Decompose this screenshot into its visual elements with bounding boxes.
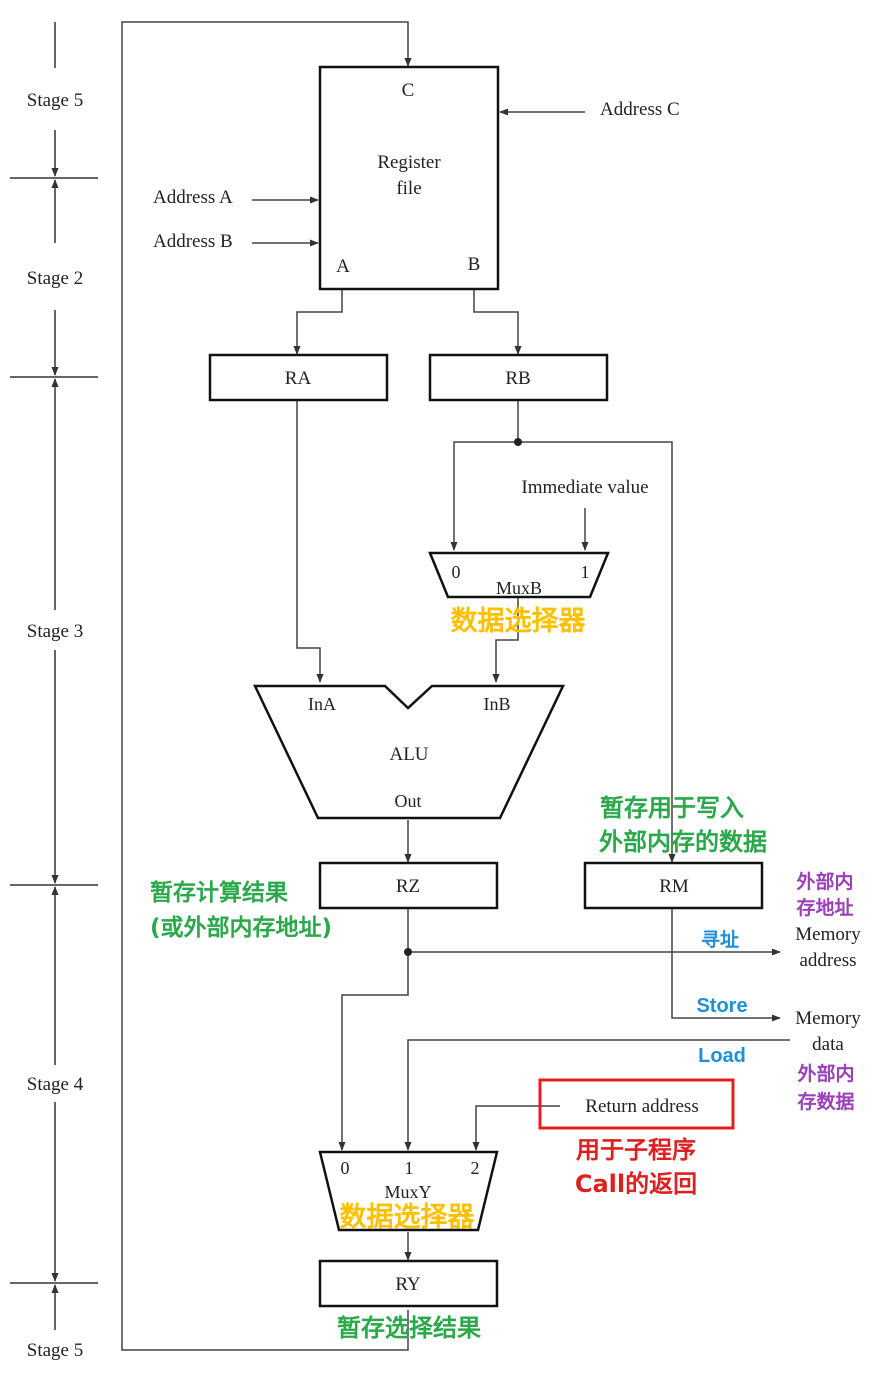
rb-to-muxb-wire [450,441,518,551]
port-c-label: C [402,80,415,101]
rz-note-2: (或外部内存地址) [150,914,332,941]
ra-to-alu-wire [296,401,324,683]
muxy-label: MuxY [384,1182,431,1202]
address-b-label: Address B [153,231,233,252]
muxb-input-0: 0 [452,562,461,582]
rz-note-1: 暂存计算结果 [150,879,288,906]
memory-data-note-2: 存数据 [797,1090,854,1113]
stage-label-4: Stage 4 [27,1074,84,1095]
memory-address-note-2: 存地址 [796,896,853,919]
alu-shape [253,684,565,820]
pipeline-registers: RA RB RZ RM RY [208,353,764,1308]
register-file-title-1: Register [377,152,441,173]
address-a-label: Address A [153,187,233,208]
muxy-selector-note: 数据选择器 [340,1202,476,1233]
rb-junction-dot [514,438,522,446]
memory-data-label-2: data [812,1034,844,1055]
return-address-highlight [538,1078,735,1130]
alu-inb-label: InB [484,694,511,714]
load-note: Load [698,1045,746,1067]
ra-label: RA [285,368,312,389]
address-c-label: Address C [600,99,680,120]
rz-box [318,861,499,910]
muxy-input-0: 0 [341,1158,350,1178]
memory-labels: Memory address Memory data [795,924,861,1055]
rm-note-1: 暂存用于写入 [600,794,744,822]
memory-to-muxy-wire [404,1039,790,1151]
stage-dividers: Stage 5 Stage 2 Stage 3 Stage 4 Stage 5 [10,22,98,1361]
call-note-2: Call的返回 [575,1170,697,1198]
writeback-wire [121,21,412,1351]
muxy-shape [318,1150,499,1232]
rz-label: RZ [396,876,420,897]
rm-to-memory-wire [671,909,781,1022]
rz-junction-dot [404,948,412,956]
memory-address-note-1: 外部内 [796,870,853,893]
register-file-box [318,65,500,291]
stage-label-5-top: Stage 5 [27,90,83,111]
port-b-label: B [468,254,481,275]
return-address-label: Return address [585,1096,698,1117]
rb-label: RB [505,368,530,389]
stage-label-3: Stage 3 [27,621,83,642]
addressing-note: 寻址 [701,929,739,951]
muxb-label: MuxB [496,578,542,598]
muxy: 0 1 2 MuxY Return address [318,1078,735,1232]
muxb-selector-note: 数据选择器 [451,606,587,637]
stage-label-2: Stage 2 [27,268,83,289]
call-note-1: 用于子程序 [576,1136,696,1164]
muxb-to-alu-wire [492,598,519,683]
stage-label-5-bottom: Stage 5 [27,1340,83,1361]
muxy-input-2: 2 [471,1158,480,1178]
muxb-input-1: 1 [581,562,590,582]
memory-data-label-1: Memory [795,1008,861,1029]
rb-to-rm-wire [518,441,676,863]
alu: InA InB ALU Out [253,684,565,820]
ra-box [208,353,389,402]
muxb-shape [428,551,610,599]
immediate-value-label: Immediate value [521,477,648,498]
ry-box [318,1259,499,1308]
alu-label: ALU [389,744,428,765]
rb-box [428,353,609,402]
register-file-title-2: file [396,178,421,199]
port-a-to-ra-wire [293,290,343,355]
muxy-input-1: 1 [405,1158,414,1178]
rm-box [583,861,764,910]
rz-to-muxy-wire [338,952,409,1151]
register-file: C Register file A B Address A Address B … [153,65,680,291]
ry-label: RY [395,1274,421,1295]
memory-address-label-2: address [800,950,857,971]
ry-note: 暂存选择结果 [337,1314,481,1342]
alu-out-label: Out [395,791,422,811]
annotations: 数据选择器 暂存用于写入 外部内存的数据 暂存计算结果 (或外部内存地址) 外部… [150,606,855,1342]
return-address-wire [472,1105,560,1151]
muxb: 0 1 MuxB Immediate value [428,477,649,599]
rm-note-2: 外部内存的数据 [599,828,767,856]
port-a-label: A [336,256,350,277]
wires [121,21,790,1351]
memory-address-label-1: Memory [795,924,861,945]
port-b-to-rb-wire [473,290,522,355]
store-note: Store [696,995,747,1017]
alu-ina-label: InA [308,694,336,714]
rm-label: RM [659,876,689,897]
memory-data-note-1: 外部内 [797,1062,854,1085]
